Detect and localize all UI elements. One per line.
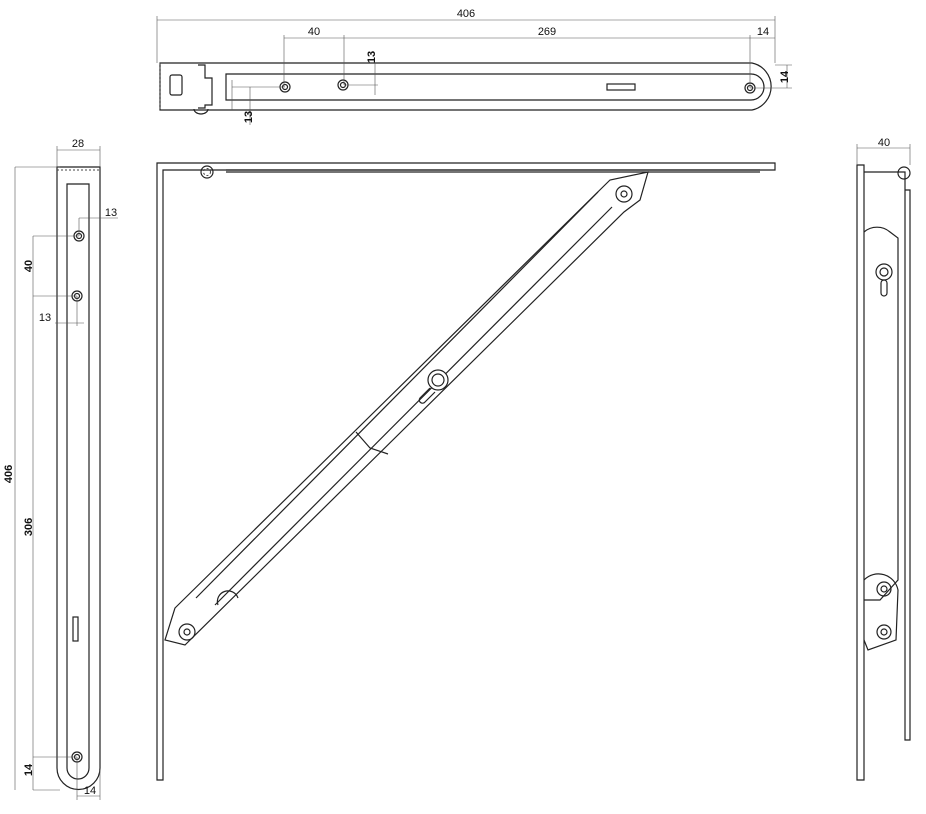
dim-overall-length: 406 — [457, 8, 475, 20]
top-slot — [606, 83, 636, 91]
side-inner-channel — [66, 183, 90, 780]
bracket-frame — [156, 162, 776, 781]
hinge-pin — [200, 165, 214, 179]
end-view-frame — [856, 164, 865, 781]
hinge-pin — [897, 166, 911, 180]
side-view: 28 13 406 40 306 14 13 14 — [3, 138, 118, 800]
folding-arm — [164, 171, 649, 646]
side-plate-outline — [56, 166, 101, 791]
pivot-bolt — [178, 623, 196, 641]
dim-end-hole-vertical: 14 — [23, 763, 35, 776]
dim-hole-spacing-side: 40 — [23, 260, 35, 272]
dim-hole-offset-right: 13 — [105, 207, 117, 219]
dim-hole-offset-upper: 13 — [366, 51, 378, 63]
release-knob — [875, 263, 893, 297]
pivot-bolt — [876, 624, 892, 640]
arm-joint — [355, 431, 389, 455]
dim-hole-offset-left: 13 — [39, 312, 51, 324]
top-plate-outline — [159, 62, 772, 111]
hinge-pin — [193, 108, 209, 115]
top-view: 406 40 269 14 13 13 14 — [156, 8, 792, 125]
dim-hole-spacing: 40 — [308, 26, 320, 38]
dim-end-radius-height: 14 — [779, 70, 791, 83]
dim-slot-span: 306 — [23, 518, 35, 536]
dim-width: 28 — [72, 138, 84, 150]
dim-end-hole-horizontal: 14 — [84, 785, 96, 797]
top-plate-end-slot — [169, 74, 183, 96]
end-view-arm — [863, 226, 899, 601]
dim-end-hole-offset: 14 — [757, 26, 769, 38]
side-slot — [72, 616, 79, 642]
dim-hole-offset-lower: 13 — [243, 111, 255, 123]
arm-notch — [216, 590, 239, 606]
dim-end-width: 40 — [878, 137, 890, 149]
end-view: 40 — [856, 137, 911, 781]
hinge-knuckle — [198, 64, 213, 109]
dim-slot-to-end-hole: 269 — [538, 26, 556, 38]
pivot-bolt — [615, 185, 633, 203]
top-inner-channel — [225, 73, 765, 101]
pivot-bolt — [876, 581, 892, 597]
release-knob — [418, 369, 449, 404]
dim-overall-length-side: 406 — [3, 465, 15, 483]
front-view — [156, 162, 776, 781]
